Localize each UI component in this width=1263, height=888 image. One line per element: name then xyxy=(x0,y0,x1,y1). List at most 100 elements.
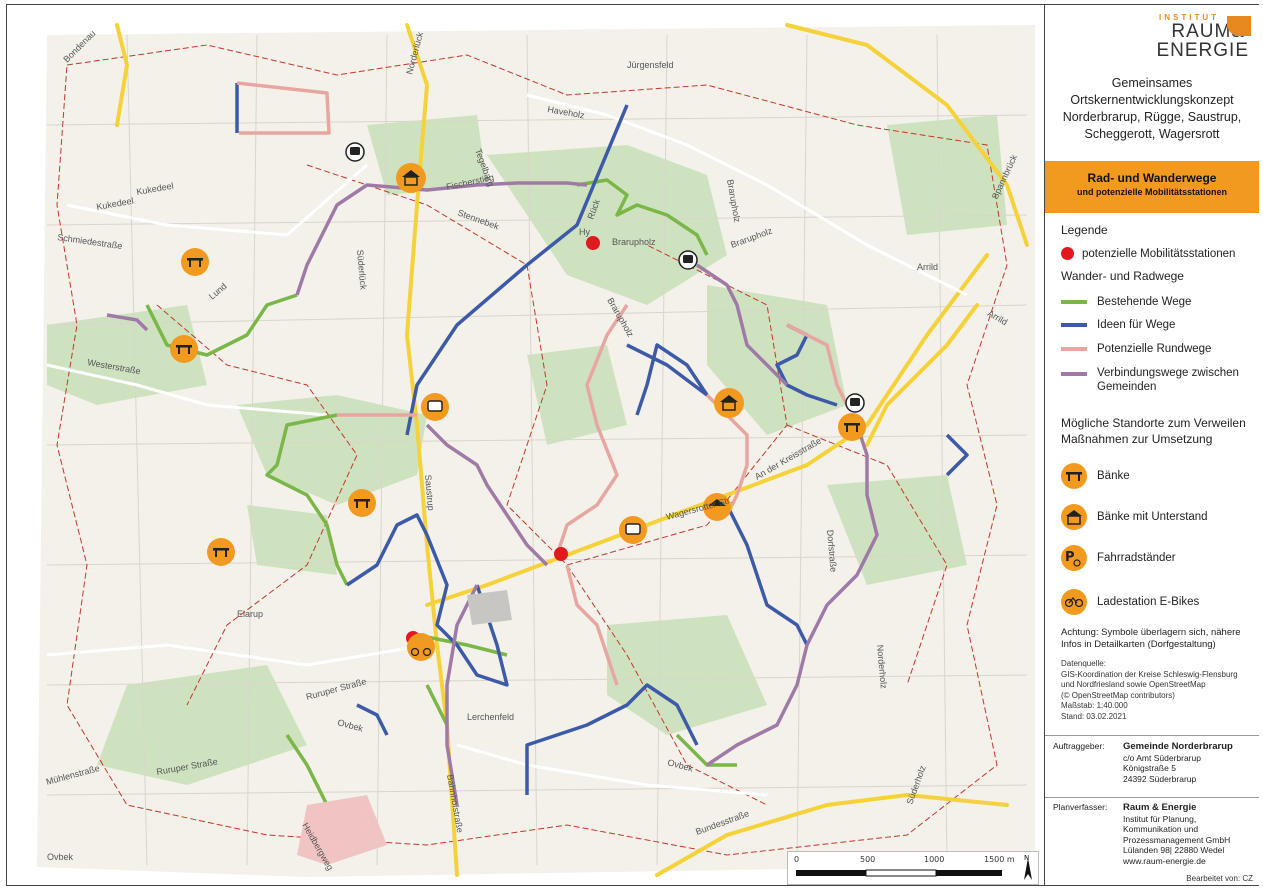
secondary-roads xyxy=(46,93,968,797)
map-frame: Bondenau Norderlück Kukedeel Kukedeel Sc… xyxy=(6,4,1259,886)
legend-item-charging: Ladestation E-Bikes xyxy=(1061,589,1199,615)
bus-icon xyxy=(345,142,365,162)
svg-text:P: P xyxy=(1065,550,1075,565)
bus-stop-icon xyxy=(421,393,449,421)
rest-symbols xyxy=(170,163,866,661)
data-source: Datenquelle: GIS-Koordination der Kreise… xyxy=(1061,659,1238,722)
legend-item-ideas: Ideen für Wege xyxy=(1061,319,1175,331)
places-sub-line: Maßnahmen zur Umsetzung xyxy=(1061,432,1213,446)
legend-label: Potenzielle Rundwege xyxy=(1097,343,1212,355)
north-arrow-icon: N xyxy=(1024,854,1032,880)
industrial-area xyxy=(467,590,512,625)
divider xyxy=(1045,735,1259,736)
legend-item-mobility: potenzielle Mobilitätsstationen xyxy=(1061,247,1235,260)
title-line: Gemeinsames xyxy=(1111,76,1193,90)
mobility-station-marker xyxy=(586,236,600,250)
source-line: Stand: 03.02.2021 xyxy=(1061,711,1127,721)
map-base xyxy=(37,25,1035,877)
routes-title: Wander- und Radwege xyxy=(1061,269,1184,283)
scale-tick-1500: 1500 m xyxy=(984,855,1015,864)
planner-line: Prozessmanagement GmbH xyxy=(1123,834,1231,845)
scale-tick-1000: 1000 xyxy=(924,855,944,864)
bus-icon xyxy=(678,250,698,270)
divider xyxy=(1045,797,1259,798)
place-label: Jürgensfeld xyxy=(627,60,674,70)
place-label: Elarup xyxy=(237,609,263,619)
bench-icon xyxy=(1061,463,1087,489)
logo-mark-icon xyxy=(1227,16,1251,36)
client-line: c/o Amt Süderbrarup xyxy=(1123,752,1201,763)
scale-bar-graphic: 0 500 1000 1500 m N xyxy=(794,854,1032,880)
source-line: GIS-Koordination der Kreise Schleswig-Fl… xyxy=(1061,669,1238,679)
planner-line: Lülanden 98| 22880 Wedel xyxy=(1123,845,1225,855)
scale-bar: 0 500 1000 1500 m N xyxy=(787,851,1039,885)
connect-path-swatch xyxy=(1061,372,1087,376)
bench-icon xyxy=(181,248,209,276)
legend-item-round: Potenzielle Rundwege xyxy=(1061,343,1211,355)
map-svg: Bondenau Norderlück Kukedeel Kukedeel Sc… xyxy=(7,5,1043,885)
legend-item-connect: Verbindungswege zwischen Gemeinden xyxy=(1061,366,1239,394)
client-name: Gemeinde Norderbrarup xyxy=(1123,741,1233,752)
connecting-paths xyxy=(106,181,879,806)
planner-key: Planverfasser: xyxy=(1053,802,1108,812)
legend-label: potenzielle Mobilitätsstationen xyxy=(1082,247,1236,260)
legend-label: Ladestation E-Bikes xyxy=(1097,596,1200,608)
logo: INSTITUT RAUM& ENERGIE xyxy=(1156,13,1251,61)
bench-icon xyxy=(170,335,198,363)
legend-label: Fahrradständer xyxy=(1097,552,1176,564)
planner-value: Raum & Energie Institut für Planung, Kom… xyxy=(1123,802,1230,866)
title-line: Scheggerott, Wagersrott xyxy=(1084,127,1220,141)
legend-label: Bestehende Wege xyxy=(1097,296,1192,308)
title-line: Norderbrarup, Rügge, Saustrup, xyxy=(1062,110,1242,124)
place-label: Dorfstraße xyxy=(825,529,839,572)
legend-item-bench: Bänke xyxy=(1061,463,1130,489)
legend-label: Bänke xyxy=(1097,470,1130,482)
legend-item-existing: Bestehende Wege xyxy=(1061,296,1191,308)
shelter-bench-icon xyxy=(1061,504,1087,530)
forest-areas xyxy=(47,115,1007,785)
legend-label: Ideen für Wege xyxy=(1097,319,1176,331)
mobility-station-marker xyxy=(554,547,568,561)
existing-path-swatch xyxy=(1061,300,1087,304)
shelter-bench-icon xyxy=(703,493,731,521)
bus-icons xyxy=(345,142,865,413)
place-label: Süderlück xyxy=(355,249,368,290)
planner-name: Raum & Energie xyxy=(1123,802,1197,813)
note-line: Achtung: Symbole überlagern sich, nähere xyxy=(1061,627,1241,638)
urban-area xyxy=(297,795,387,865)
places-title: Mögliche Standorte zum Verweilen Maßnahm… xyxy=(1061,415,1246,447)
bus-icon xyxy=(845,393,865,413)
title-line: Ortskernentwicklungskonzept xyxy=(1070,93,1234,107)
shelter-bench-icon xyxy=(396,163,426,193)
field-lines xyxy=(46,34,1028,866)
idea-paths xyxy=(235,83,969,795)
ebike-charging-icon xyxy=(1061,589,1087,615)
place-label: Brarupholz xyxy=(612,237,656,247)
logo-line2: ENERGIE xyxy=(1156,40,1249,61)
planner-line: Institut für Planung, xyxy=(1123,813,1197,824)
band-heading: Rad- und Wanderwege xyxy=(1087,171,1217,185)
shelter-bench-icon xyxy=(714,388,744,418)
round-path-swatch xyxy=(1061,347,1087,351)
logo-institut: INSTITUT xyxy=(1159,13,1219,22)
source-line: (© OpenStreetMap contributors) xyxy=(1061,690,1175,700)
planner-line: Kommunikation und xyxy=(1123,824,1199,834)
ebike-charging-icon xyxy=(407,633,435,661)
place-label: Arrild xyxy=(917,262,938,272)
bench-icon xyxy=(838,413,866,441)
bike-rack-icon: P xyxy=(1061,545,1087,571)
map-canvas[interactable]: Bondenau Norderlück Kukedeel Kukedeel Sc… xyxy=(7,5,1043,885)
logo-line1: RAUM& xyxy=(1171,21,1245,42)
source-line: und Nordfriesland sowie OpenStreetMap xyxy=(1061,680,1206,689)
planner-line: www.raum-energie.de xyxy=(1123,855,1206,866)
legend-label: Verbindungswege zwischen Gemeinden xyxy=(1097,366,1239,394)
legend-title: Legende xyxy=(1061,223,1108,237)
idea-path-swatch xyxy=(1061,323,1087,327)
municipal-borders xyxy=(56,44,1008,856)
source-line: Maßstab: 1:40.000 xyxy=(1061,701,1128,710)
client-block: Auftraggeber: Gemeinde Norderbrarup c/o … xyxy=(1053,741,1233,784)
band-subheading: und potenzielle Mobilitätsstationen xyxy=(1076,187,1227,197)
plan-title: Gemeinsames Ortskernentwicklungskonzept … xyxy=(1045,75,1259,143)
client-value: Gemeinde Norderbrarup c/o Amt Süderbraru… xyxy=(1123,741,1233,784)
editor-note: Bearbeitet von: CZ xyxy=(1186,874,1253,883)
